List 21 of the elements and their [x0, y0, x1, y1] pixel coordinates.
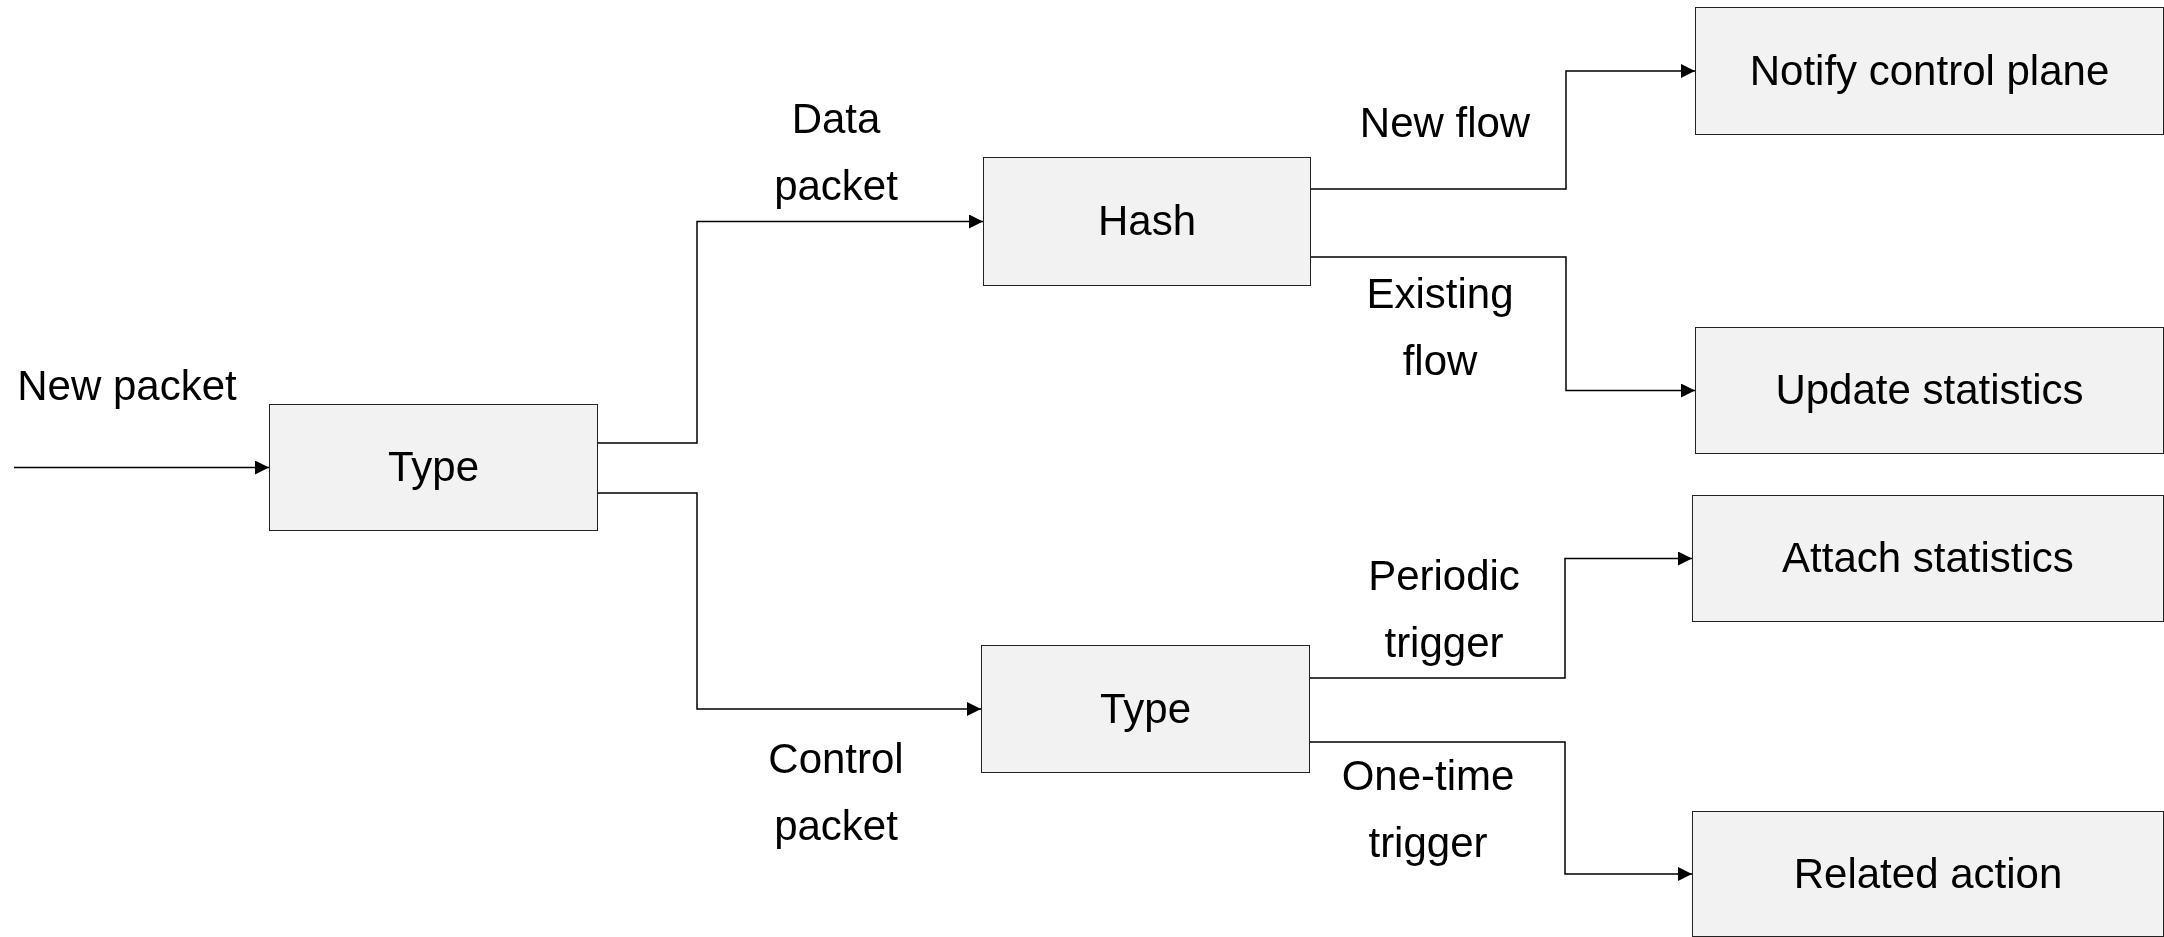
arrow [1310, 256, 1696, 398]
edge-label: Control packet [767, 733, 905, 851]
edge-label: Data packet [773, 93, 899, 211]
process-box: Type [981, 645, 1310, 773]
arrow [597, 214, 984, 444]
arrow [1309, 741, 1693, 881]
arrow [1309, 551, 1693, 679]
process-box: Notify control plane [1695, 7, 2164, 135]
arrow [13, 460, 270, 475]
process-box: Type [269, 404, 598, 531]
process-box: Update statistics [1695, 327, 2164, 454]
edge-label: New packet [17, 361, 237, 412]
arrow [597, 492, 982, 716]
process-box: Related action [1692, 811, 2164, 937]
edge-label: Existing flow [1365, 268, 1515, 386]
process-box: Attach statistics [1692, 495, 2164, 622]
edge-label: New flow [1358, 98, 1532, 149]
arrow [1310, 64, 1696, 190]
edge-label: One-time trigger [1340, 750, 1516, 868]
process-box: Hash [983, 157, 1311, 286]
edge-label: Periodic trigger [1367, 550, 1521, 668]
